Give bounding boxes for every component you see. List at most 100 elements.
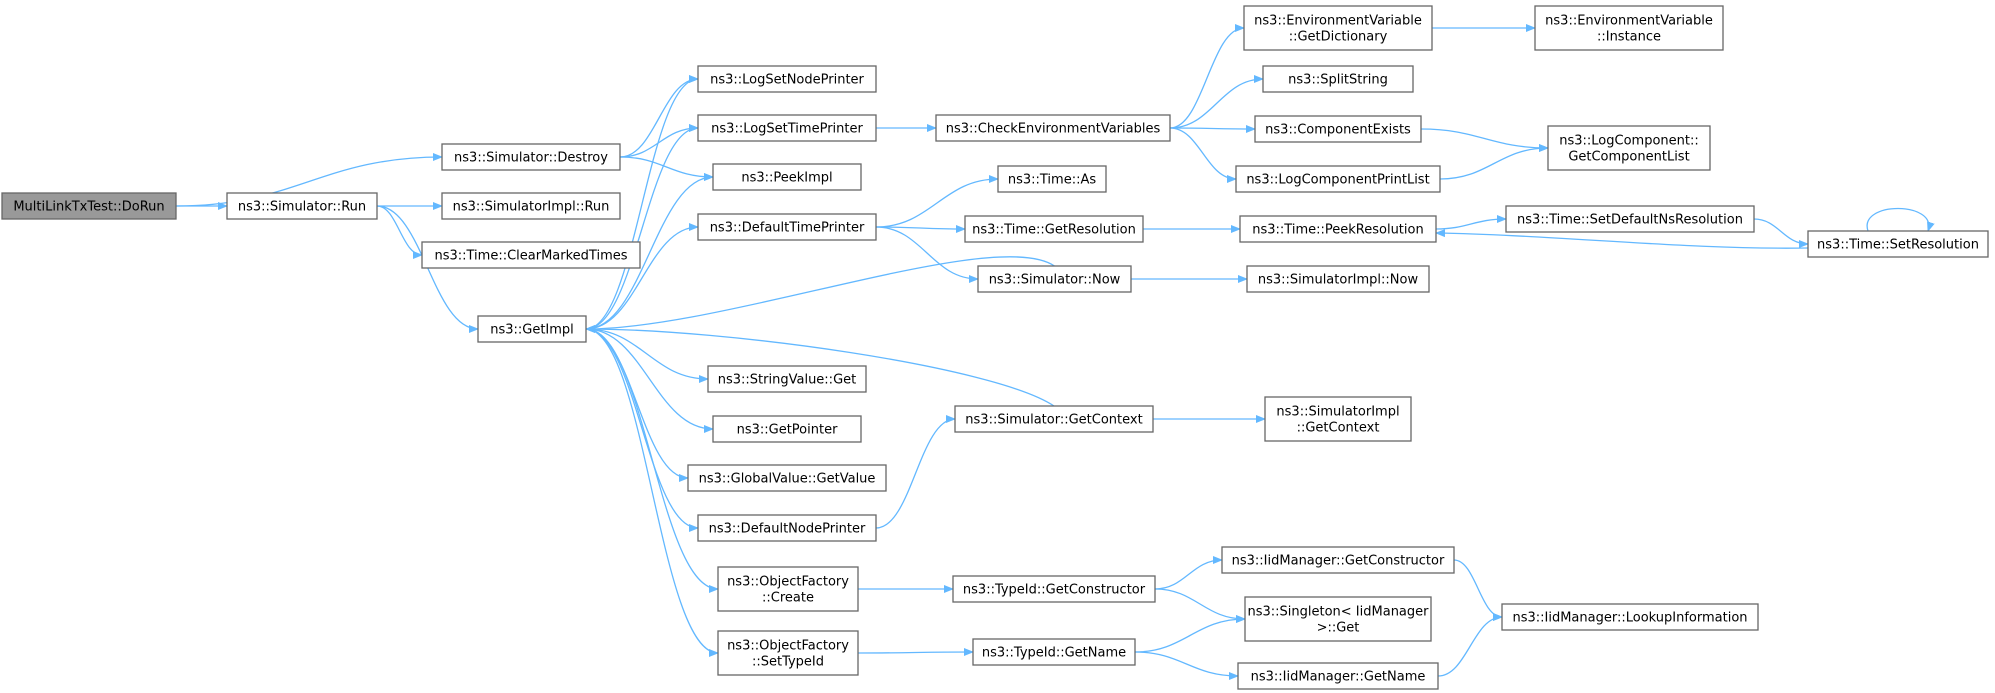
node-label: ns3::GetPointer <box>737 423 838 438</box>
node-timegetres[interactable]: ns3::Time::GetResolution <box>964 215 1144 243</box>
node-timepeekres[interactable]: ns3::Time::PeekResolution <box>1239 215 1437 243</box>
node-box <box>1246 265 1430 293</box>
node-box <box>952 575 1156 603</box>
node-label: ns3::EnvironmentVariable <box>1254 14 1422 29</box>
node-logtimeprinter[interactable]: ns3::LogSetTimePrinter <box>697 114 877 142</box>
node-label: ns3::CheckEnvironmentVariables <box>946 122 1161 137</box>
node-iidlookup[interactable]: ns3::IidManager::LookupInformation <box>1501 603 1759 631</box>
node-box <box>977 265 1132 293</box>
node-stringget[interactable]: ns3::StringValue::Get <box>707 365 867 393</box>
node-gvgetvalue[interactable]: ns3::GlobalValue::GetValue <box>687 464 887 492</box>
node-timesetdefns[interactable]: ns3::Time::SetDefaultNsResolution <box>1505 205 1755 233</box>
node-singletonget[interactable]: ns3::Singleton< IidManager>::Get <box>1244 596 1432 642</box>
node-box <box>712 163 862 191</box>
node-lognodeprinter[interactable]: ns3::LogSetNodePrinter <box>697 65 877 93</box>
node-compexists[interactable]: ns3::ComponentExists <box>1254 115 1422 143</box>
edge-checkenv-to-compexists <box>1169 124 1256 133</box>
edge-iidgetctor-to-iidlookup <box>1453 559 1503 621</box>
node-box <box>1221 546 1455 574</box>
node-label: ns3::LogComponent:: <box>1559 134 1699 149</box>
edge-getimpl-to-getpointer <box>585 328 714 433</box>
node-label: ns3::TypeId::GetName <box>982 646 1126 661</box>
node-box <box>1807 230 1989 258</box>
node-box <box>972 638 1136 666</box>
node-logcompgetlist[interactable]: ns3::LogComponent::GetComponentList <box>1547 125 1711 171</box>
node-ofcreate[interactable]: ns3::ObjectFactory::Create <box>717 566 859 612</box>
node-label: ns3::ObjectFactory <box>727 575 849 590</box>
node-box <box>707 365 867 393</box>
node-label: ns3::ComponentExists <box>1265 123 1411 138</box>
node-iidgetname[interactable]: ns3::IidManager::GetName <box>1237 662 1439 690</box>
node-timesetres[interactable]: ns3::Time::SetResolution <box>1807 230 1989 258</box>
node-ofsettypeid[interactable]: ns3::ObjectFactory::SetTypeId <box>717 630 859 676</box>
node-simimplrun[interactable]: ns3::SimulatorImpl::Run <box>441 192 621 220</box>
node-run[interactable]: ns3::Simulator::Run <box>226 192 378 220</box>
node-label: ::Instance <box>1597 30 1661 45</box>
edge-getimpl-to-peekimpl <box>585 173 714 330</box>
node-label: ns3::Simulator::Destroy <box>454 151 608 166</box>
node-box <box>1547 125 1711 171</box>
node-tidgetname[interactable]: ns3::TypeId::GetName <box>972 638 1136 666</box>
node-iidgetctor[interactable]: ns3::IidManager::GetConstructor <box>1221 546 1455 574</box>
edge-timepeekres-to-timesetdefns <box>1435 215 1507 230</box>
node-peekimpl[interactable]: ns3::PeekImpl <box>712 163 862 191</box>
node-envinstance[interactable]: ns3::EnvironmentVariable::Instance <box>1534 5 1724 51</box>
node-envgetdict[interactable]: ns3::EnvironmentVariable::GetDictionary <box>1243 5 1433 51</box>
node-label: ns3::SplitString <box>1288 73 1388 88</box>
node-getimpl[interactable]: ns3::GetImpl <box>477 315 587 343</box>
node-box <box>717 566 859 612</box>
edge-iidgetname-to-iidlookup <box>1437 613 1503 677</box>
node-label: ns3::DefaultTimePrinter <box>710 221 865 236</box>
edge-getimpl-to-logtimeprinter <box>585 124 699 330</box>
node-simimplctx[interactable]: ns3::SimulatorImpl::GetContext <box>1264 396 1412 442</box>
node-box <box>477 315 587 343</box>
node-splitstring[interactable]: ns3::SplitString <box>1262 65 1414 93</box>
edge-checkenv-to-envgetdict <box>1169 24 1245 129</box>
node-label: ns3::Time::SetDefaultNsResolution <box>1517 213 1743 228</box>
edge-tidgetname-to-singletonget <box>1134 615 1246 653</box>
node-simgetctx[interactable]: ns3::Simulator::GetContext <box>954 405 1154 433</box>
node-label: ns3::Time::SetResolution <box>1817 238 1979 253</box>
node-label: ns3::Singleton< IidManager <box>1247 605 1429 620</box>
node-dorun[interactable]: MultiLinkTxTest::DoRun <box>1 192 177 220</box>
node-label: GetComponentList <box>1568 150 1689 165</box>
node-defnodeprinter[interactable]: ns3::DefaultNodePrinter <box>697 514 877 542</box>
edge-ofsettypeid-to-tidgetname <box>857 648 974 657</box>
edge-getimpl-to-stringget <box>585 328 709 383</box>
node-timeas[interactable]: ns3::Time::As <box>997 165 1107 193</box>
node-label: ns3::SimulatorImpl <box>1276 405 1399 420</box>
node-deftimeprinter[interactable]: ns3::DefaultTimePrinter <box>697 213 877 241</box>
node-simimplnow[interactable]: ns3::SimulatorImpl::Now <box>1246 265 1430 293</box>
node-box <box>1534 5 1724 51</box>
edge-simnow-to-getimpl <box>585 256 1055 333</box>
node-label: ns3::LogSetTimePrinter <box>711 122 863 137</box>
node-box <box>697 514 877 542</box>
node-label: ns3::SimulatorImpl::Run <box>453 200 610 215</box>
node-label: ns3::TypeId::GetConstructor <box>963 583 1146 598</box>
node-box <box>1262 65 1414 93</box>
node-checkenv[interactable]: ns3::CheckEnvironmentVariables <box>935 114 1171 142</box>
node-box <box>997 165 1107 193</box>
node-label: ns3::Time::GetResolution <box>972 223 1136 238</box>
node-logcompprint[interactable]: ns3::LogComponentPrintList <box>1235 165 1441 193</box>
node-box <box>1244 596 1432 642</box>
node-simnow[interactable]: ns3::Simulator::Now <box>977 265 1132 293</box>
edge-simgetctx-to-getimpl <box>585 325 1055 407</box>
edge-tidgetctor-to-singletonget <box>1154 588 1246 623</box>
node-label: ::GetContext <box>1297 421 1380 436</box>
node-destroy[interactable]: ns3::Simulator::Destroy <box>441 143 621 171</box>
node-label: ns3::GlobalValue::GetValue <box>699 472 876 487</box>
node-label: ns3::SimulatorImpl::Now <box>1258 273 1419 288</box>
node-label: ns3::EnvironmentVariable <box>1545 14 1713 29</box>
edge-getimpl-to-deftimeprinter <box>585 223 699 330</box>
node-clearmarked[interactable]: ns3::Time::ClearMarkedTimes <box>421 241 641 269</box>
node-getpointer[interactable]: ns3::GetPointer <box>712 415 862 443</box>
node-box <box>1505 205 1755 233</box>
node-tidgetctor[interactable]: ns3::TypeId::GetConstructor <box>952 575 1156 603</box>
edge-run-to-clearmarked <box>376 205 423 259</box>
node-label: >::Get <box>1317 621 1360 636</box>
edge-timesetres-to-timepeekres <box>1435 229 1809 249</box>
node-label: ns3::Time::ClearMarkedTimes <box>434 249 627 264</box>
node-box <box>226 192 378 220</box>
